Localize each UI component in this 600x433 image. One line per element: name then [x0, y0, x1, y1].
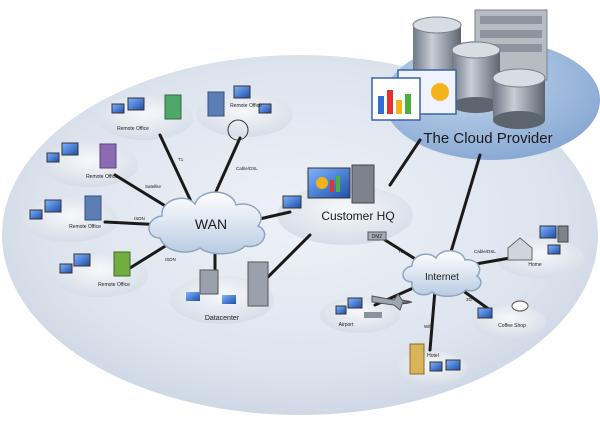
airport-icon [335, 293, 413, 318]
link-label-isdn-a: ISDN [134, 216, 145, 221]
link-label-isdn-b: ISDN [165, 257, 176, 262]
remote-office-2-icon [207, 85, 272, 141]
link-internet-hotel [428, 288, 437, 352]
hotel-icon [409, 343, 461, 375]
remote-office-4-icon [29, 195, 102, 221]
internet-cloud-icon [402, 250, 482, 297]
remote-office-4-label: Remote Office [69, 224, 101, 230]
site-pad-remote-4 [22, 198, 118, 242]
link-label-cable-dsl-b: Cable/DSL [474, 249, 496, 254]
dmz-firewall-icon [367, 231, 387, 241]
wan-cloud-icon [148, 191, 266, 255]
remote-office-5-label: Remote Office [98, 282, 130, 288]
airport-label: Airport [339, 322, 354, 328]
site-pad-customer-hq [277, 185, 413, 245]
link-label-cable-dsl-a: Cable/DSL [236, 166, 258, 171]
hotel-label: Hotel [427, 353, 439, 359]
coffee-shop-label: Coffee Shop [498, 323, 526, 329]
coffee-shop-icon [477, 300, 529, 319]
link-wan-remote-1 [158, 133, 197, 212]
home-label: Home [528, 262, 542, 268]
datacenter-label: Datacenter [205, 315, 240, 322]
remote-office-1-label: Remote Office [117, 126, 149, 132]
datacenter-servers-icon [186, 261, 269, 307]
site-pad-remote-5 [52, 253, 148, 297]
app-windows-icon [371, 69, 457, 121]
link-label-satellite: Satellite [145, 184, 162, 189]
remote-office-2-label: Remote Office [230, 103, 262, 109]
remote-office-1-icon [111, 94, 182, 120]
link-label-t1-a: T1 [178, 157, 184, 162]
remote-office-3-icon [46, 142, 117, 169]
customer-hq-label: Customer HQ [321, 209, 394, 223]
link-internet-cloud [448, 153, 482, 257]
remote-office-3-label: Remote Office [86, 174, 118, 180]
internet-label: Internet [425, 272, 459, 283]
hq-workstation-icon [282, 164, 375, 209]
link-label-3g: 3G [466, 297, 473, 302]
link-label-wifi-b: Wifi [424, 324, 432, 329]
home-icon [507, 225, 569, 261]
cloud-provider-label: The Cloud Provider [423, 130, 552, 147]
wan-label: WAN [195, 216, 227, 232]
link-label-t1-b: T1 [398, 249, 404, 254]
link-hq-cloud [388, 138, 422, 187]
link-label-wifi-a: Wifi [402, 300, 410, 305]
remote-office-5-icon [59, 251, 131, 277]
dmz-label: DMZ [372, 234, 383, 240]
